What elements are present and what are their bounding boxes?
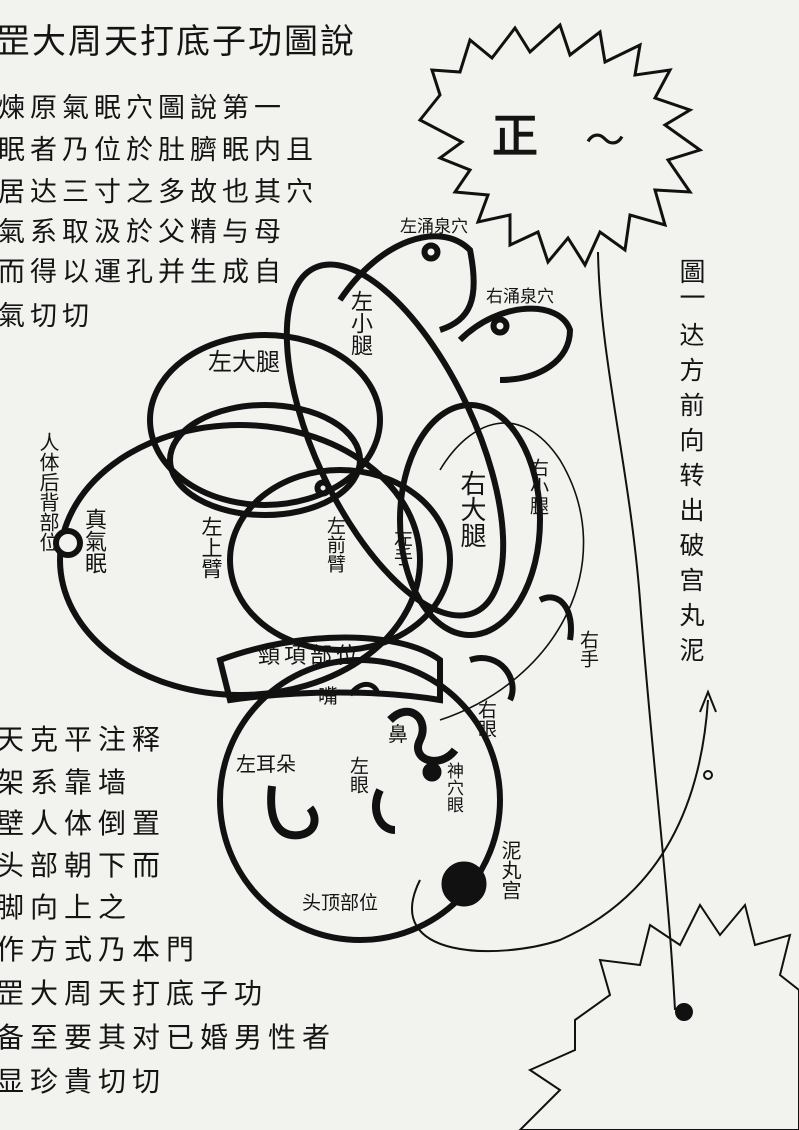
label-left-hand: 左手	[391, 528, 413, 566]
note-line-4: 头部朝下而	[0, 849, 167, 882]
intro-line-5: 而得以運孔并生成自	[0, 257, 286, 288]
note-line-1: 天克平注释	[0, 723, 167, 756]
label-niwan: 泥丸宫	[498, 840, 522, 900]
label-left-thigh: 左大腿	[208, 348, 280, 376]
note-line-6: 作方式乃本門	[0, 933, 201, 966]
label-left-ear: 左耳朵	[236, 752, 296, 776]
label-left-calf: 左小腿	[347, 290, 372, 356]
face-features	[267, 681, 459, 840]
label-left-upper-arm: 左上臂	[199, 516, 223, 579]
note-line-9: 显珍貴切切	[0, 1065, 167, 1098]
caption-text: 达方前向转出破宫丸泥	[676, 322, 705, 672]
label-right-thigh: 右大腿	[456, 470, 486, 548]
label-neck: 頸項部位	[258, 644, 363, 669]
sun-top-icon	[417, 22, 704, 1011]
label-right-yongquan: 右涌泉穴	[486, 287, 554, 307]
intro-line-6: 氣切切	[0, 301, 94, 332]
intro-line-2: 眠者乃位於肚臍眠内且	[0, 135, 318, 166]
label-nose: 鼻	[388, 722, 408, 746]
body-outline	[57, 233, 574, 943]
note-line-8: 备至要其对已婚男性者	[0, 1021, 337, 1054]
energy-path-arrow	[411, 422, 717, 953]
page-title: 罡大周天打底子功圖說	[0, 22, 356, 62]
label-zhen-qi: 真氣眠	[81, 508, 106, 574]
label-left-forearm: 左前臂	[324, 516, 346, 573]
label-back-point: 人体后背部位	[36, 432, 60, 552]
label-shen-eye: 神穴眼	[443, 762, 463, 813]
label-crown: 头顶部位	[302, 892, 379, 914]
caption-heading: 圖一	[675, 258, 705, 310]
label-right-hand: 右手	[577, 630, 599, 668]
label-mouth: 嘴	[318, 684, 338, 708]
intro-line-3: 居达三寸之多故也其穴	[0, 177, 318, 208]
note-line-5: 脚向上之	[0, 891, 133, 924]
label-left-yongquan: 左涌泉穴	[400, 217, 468, 237]
note-line-3: 壁人体倒置	[0, 807, 167, 840]
note-line-2: 架系靠墙	[0, 766, 133, 799]
label-left-eye: 左眼	[347, 756, 369, 794]
sun-bottom-icon	[518, 902, 799, 1130]
acupoints	[53, 242, 510, 907]
intro-line-1: 煉原氣眠穴圖說第一	[0, 93, 286, 124]
intro-line-4: 氣系取汲於父精与母	[0, 217, 286, 248]
label-right-eye: 右眼	[475, 700, 497, 738]
label-right-calf: 右小腿	[527, 458, 549, 515]
sun-squiggle: 〜	[585, 118, 625, 164]
sun-mark: 正	[492, 109, 538, 163]
note-line-7: 罡大周天打底子功	[0, 977, 269, 1010]
